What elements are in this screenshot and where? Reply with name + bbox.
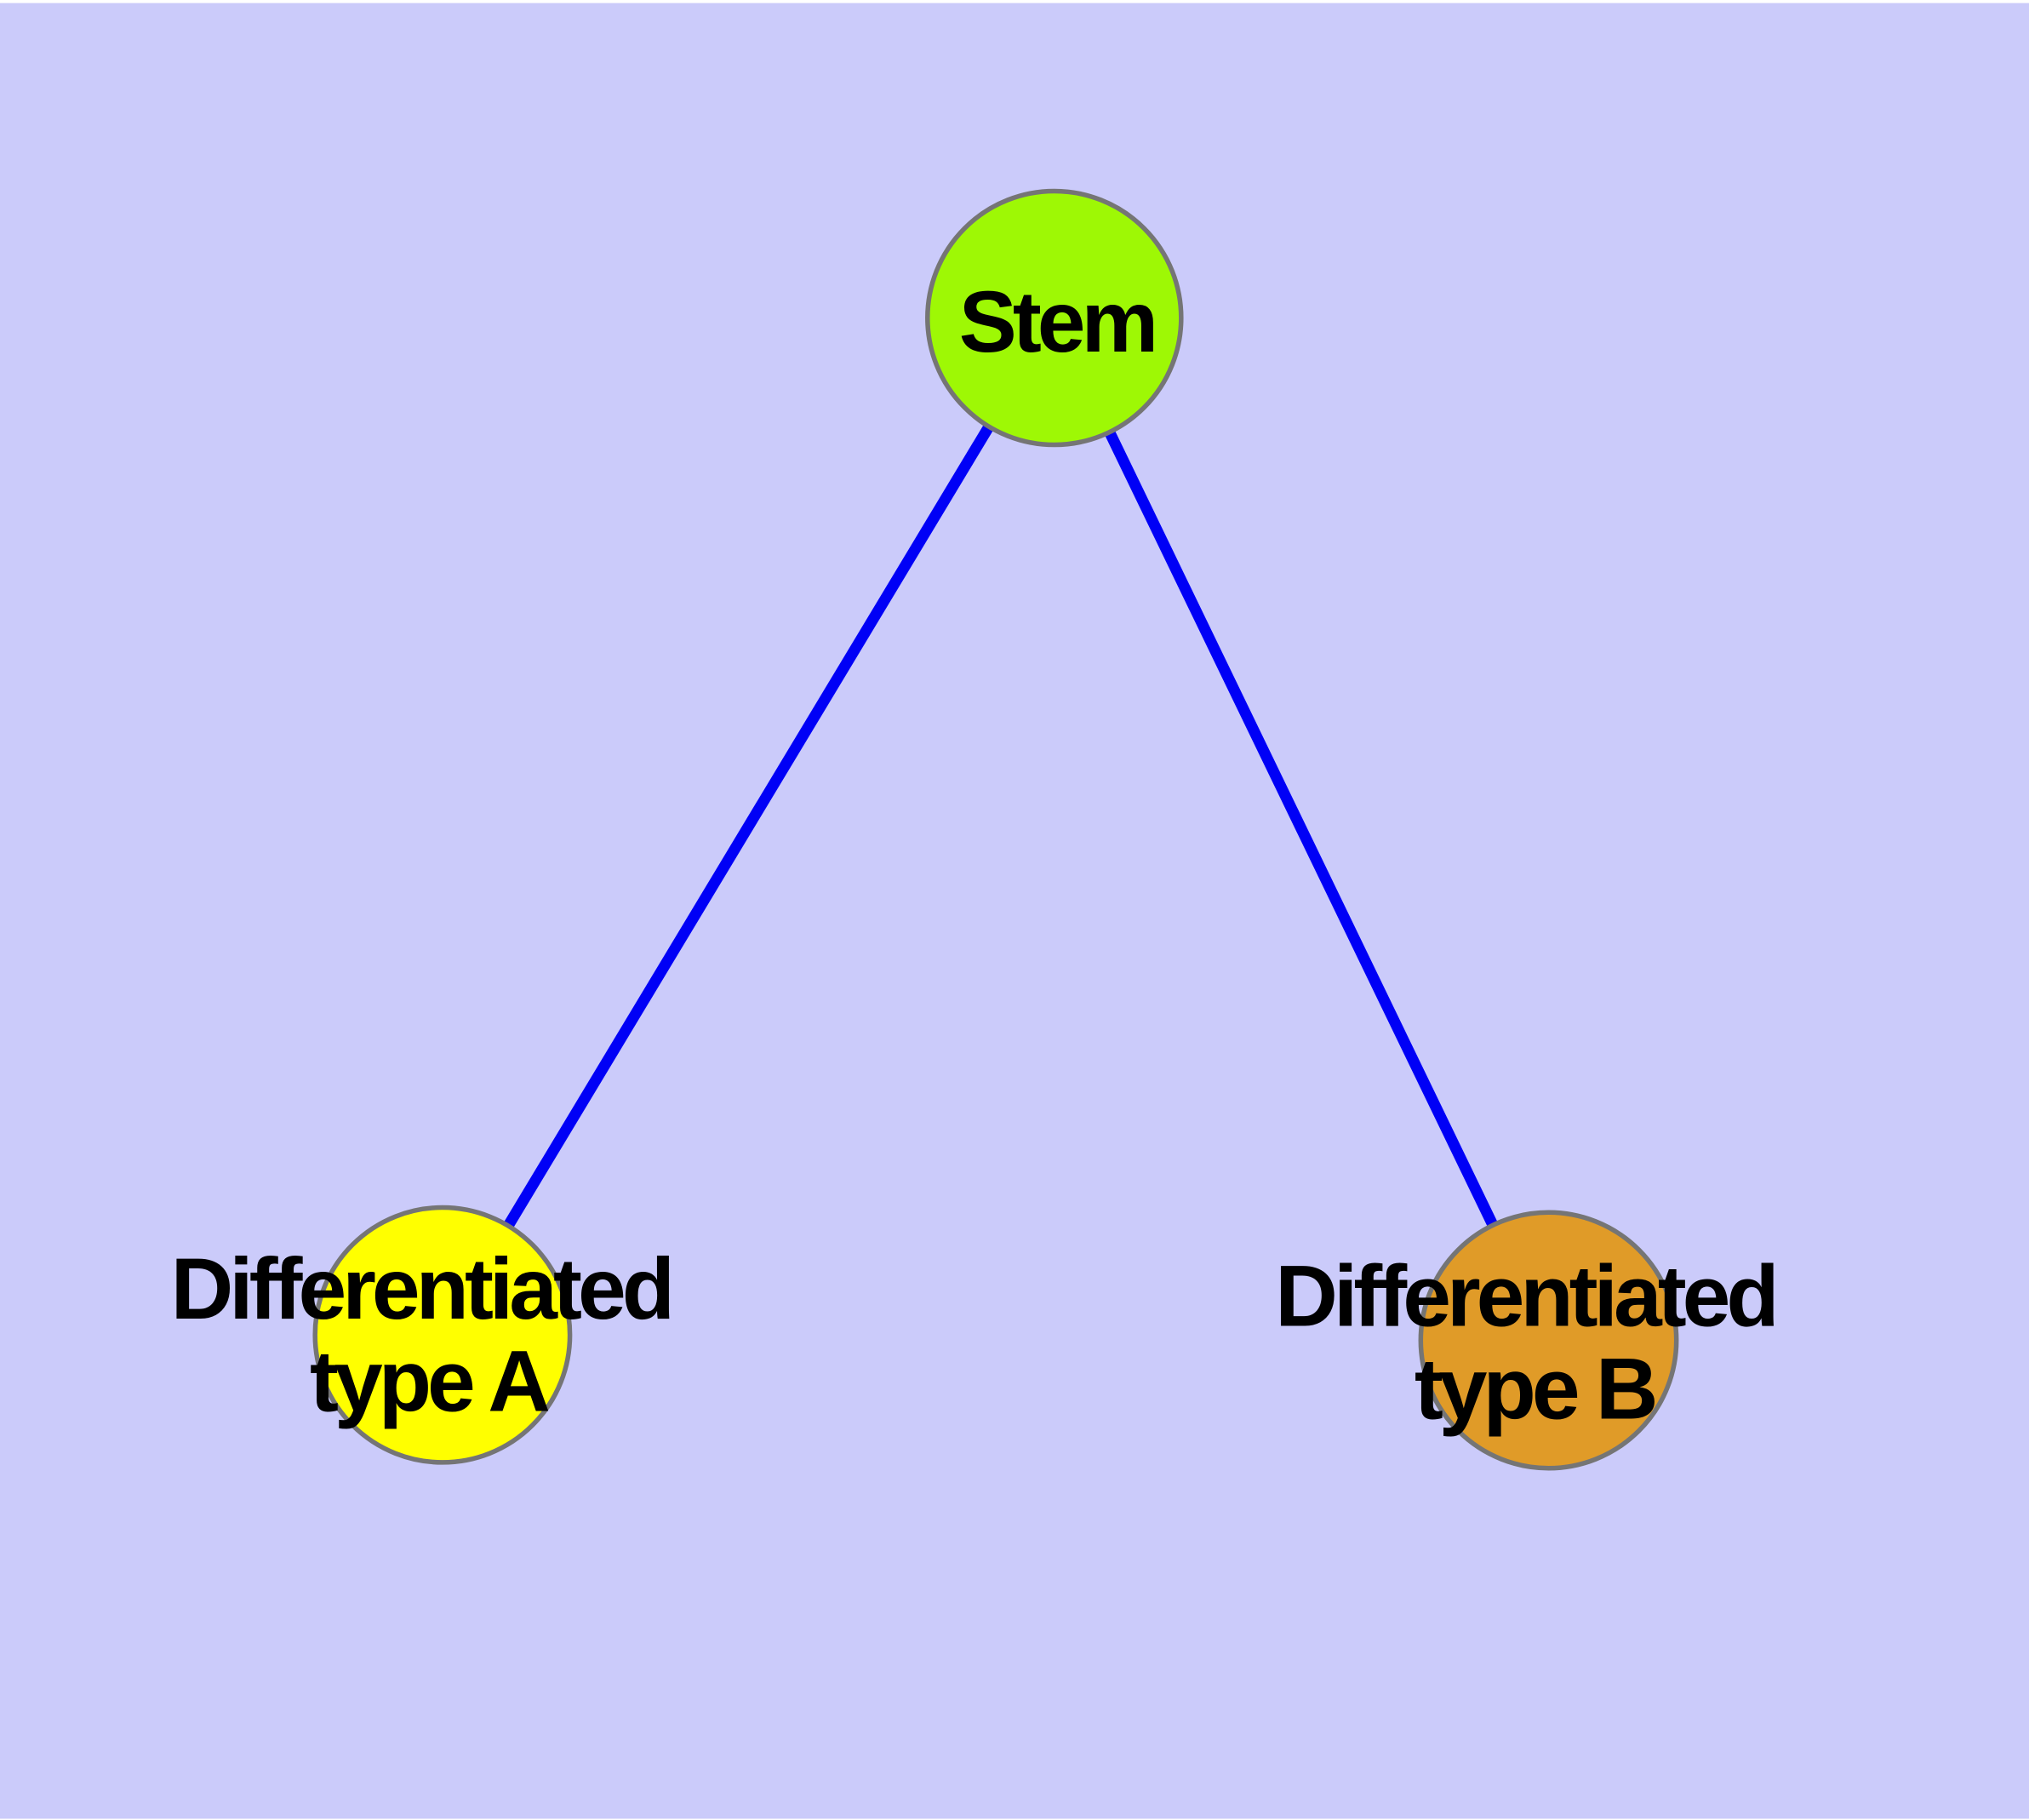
- svg-text:Stem: Stem: [959, 273, 1154, 370]
- svg-text:type B: type B: [1415, 1341, 1655, 1438]
- svg-text:type A: type A: [310, 1333, 548, 1430]
- svg-text:Differentiated: Differentiated: [1275, 1248, 1775, 1345]
- svg-text:Differentiated: Differentiated: [171, 1240, 671, 1337]
